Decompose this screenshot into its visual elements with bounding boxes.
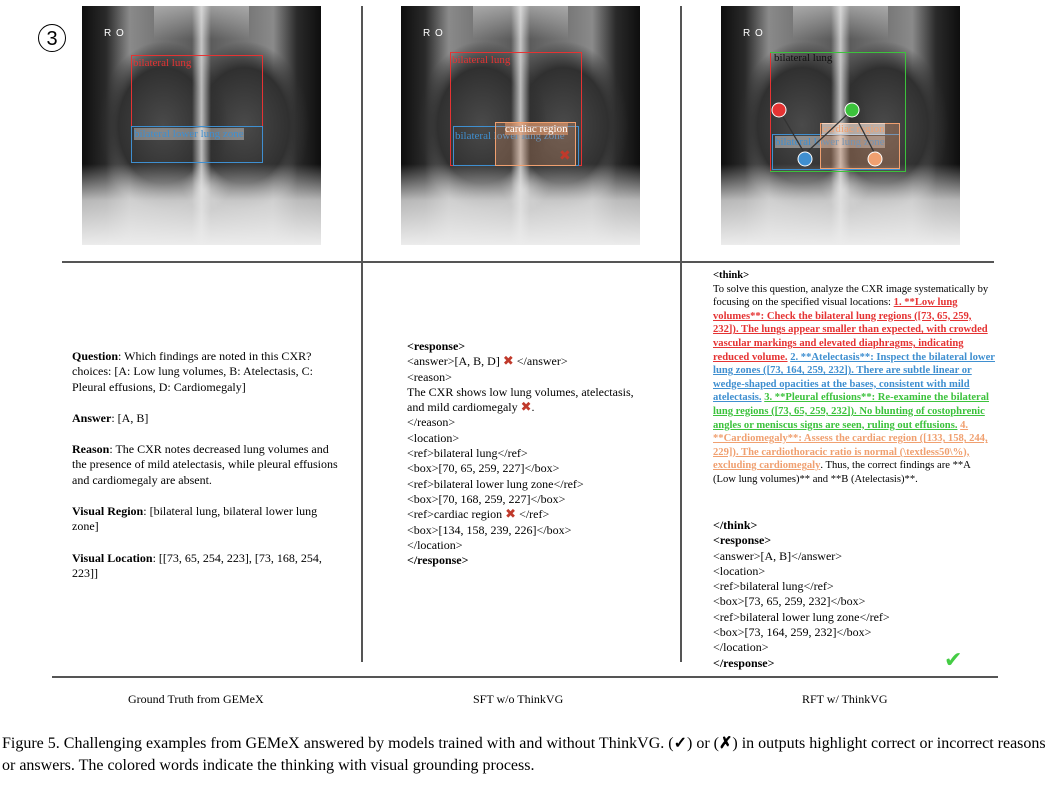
footer-label-rft: RFT w/ ThinkVG [802,692,888,706]
bbox-label: cardiac region [822,123,885,135]
x-mark-icon: ✖ [502,354,514,370]
ground-truth-text: Question: Which findings are noted in th… [72,349,338,580]
column-divider [680,6,682,662]
x-mark-icon: ✖ [520,400,532,416]
xray-marker: R O [104,28,125,39]
bbox-label: bilateral lung [452,54,511,66]
xray-marker: R O [423,28,444,39]
rft-response-text: </think> <response> <answer>[A, B]</answ… [713,518,890,670]
bbox-green-region [770,52,906,172]
bbox-label: bilateral lung [774,52,833,64]
x-mark-icon: ✖ [505,507,517,523]
row-divider [62,261,994,263]
xray-marker: R O [743,28,764,39]
footer-label-gt: Ground Truth from GEMeX [128,692,264,706]
panel-number: 3 [38,24,66,52]
footer-label-sft: SFT w/o ThinkVG [473,692,564,706]
bbox-label: bilateral lung [133,57,192,69]
xray-image-rft: R O bilateral lung bilateral lower lung … [721,6,960,245]
check-mark-icon: ✔ [944,648,963,673]
bbox-label: bilateral lower lung zone [775,136,885,148]
rft-think-text: <think> To solve this question, analyze … [713,270,995,485]
check-mark-icon: ✓ [673,735,687,752]
xray-image-sft: R O bilateral lung bilateral lower lung … [401,6,640,245]
bbox-bilateral-lower-lung-zone [131,126,263,163]
grounding-links [771,102,883,167]
bottom-rule [52,676,998,678]
x-mark-icon: ✗ [718,735,733,752]
bbox-label: cardiac region [505,123,568,135]
bbox-label: bilateral lower lung zone [134,128,244,140]
column-divider [361,6,363,662]
x-mark-icon: ✖ [559,148,571,164]
figure-caption: Figure 5. Challenging examples from GEMe… [2,735,1046,774]
sft-output-text: <response> <answer>[A, B, D] ✖ </answer>… [407,339,634,568]
xray-image-gt: R O bilateral lung bilateral lower lung … [82,6,321,245]
